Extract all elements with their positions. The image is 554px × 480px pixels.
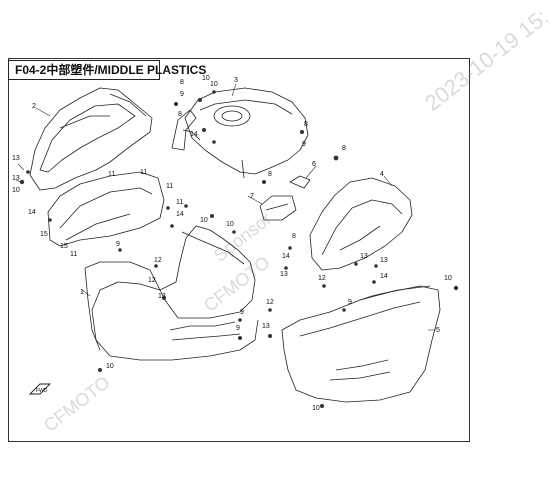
callout-14: 14 [28,209,36,216]
bolt-icon [342,308,346,312]
svg-text:10: 10 [226,221,234,228]
callout-12: 12 [154,257,162,264]
svg-text:8: 8 [292,233,296,240]
bolt-icon [202,128,206,132]
bolt-icon [268,308,272,312]
part-mid-panel-left [47,171,165,247]
callout-8: 8 [180,79,184,86]
svg-text:13: 13 [280,271,288,278]
forward-arrow-label: FWD [36,388,48,394]
bolt-icon [212,90,216,94]
svg-text:14: 14 [380,273,388,280]
svg-text:10: 10 [444,275,452,282]
bolt-icon [174,102,178,106]
part-side-panel-left [29,87,153,191]
svg-text:9: 9 [348,299,352,306]
bolt-icon [232,230,236,234]
callout-5: 5 [436,327,440,334]
bolt-icon [19,179,25,185]
svg-text:9: 9 [240,309,244,316]
callout-10: 10 [202,75,210,82]
page-title: F04-2中部塑件/MIDDLE PLASTICS [8,60,206,80]
svg-text:9: 9 [302,141,306,148]
svg-text:10: 10 [210,81,218,88]
diagram-frame [8,58,470,442]
bolt-icon [262,180,266,184]
svg-text:13: 13 [360,253,368,260]
svg-text:14: 14 [176,211,184,218]
svg-text:8: 8 [178,111,182,118]
callout-4: 4 [380,171,384,178]
part-mount [259,195,297,221]
bolt-icon [288,246,292,250]
callout-6: 6 [312,161,316,168]
bolt-icon [98,368,102,372]
bolt-icon [118,248,122,252]
bolt-icon [162,296,166,300]
callout-7: 7 [250,193,254,200]
svg-text:11: 11 [108,171,115,178]
svg-text:8: 8 [304,121,308,128]
bolt-icon [238,336,242,340]
bolt-icon [268,334,272,338]
callout-1: 1 [80,289,84,296]
svg-text:11: 11 [166,183,173,190]
bolt-icon [320,404,324,408]
svg-text:9: 9 [116,241,120,248]
bolt-icon [372,280,376,284]
bolt-icon [300,130,304,134]
callout-3: 3 [234,77,238,84]
bolt-icon [48,218,52,222]
part-clip [289,175,311,189]
bolt-icon [453,285,459,291]
callout-13: 13 [12,155,20,162]
svg-text:10: 10 [200,217,208,224]
forward-arrow-icon: FWD [28,383,52,395]
svg-text:13: 13 [158,293,166,300]
bolt-icon [333,155,339,161]
bolt-icon [154,264,158,268]
part-tank-cover [182,87,309,179]
bolt-icon [184,204,188,208]
svg-text:13: 13 [12,175,20,182]
svg-text:12: 12 [148,277,156,284]
exploded-parts-diagram: 1 2 3 4 5 6 7 8 9 10 11 12 13 14 15 10 8… [12,75,459,412]
svg-text:8: 8 [342,145,346,152]
svg-text:11: 11 [70,251,77,258]
callout-2: 2 [32,103,36,110]
svg-text:8: 8 [268,171,272,178]
bolt-icon [166,206,170,210]
svg-text:13: 13 [380,257,388,264]
svg-text:14: 14 [282,253,290,260]
bolt-icon [374,264,378,268]
bolt-icon [322,284,326,288]
callout-numbers: 1 2 3 4 5 6 7 8 9 10 11 12 13 14 15 [12,75,440,334]
svg-text:13: 13 [262,323,270,330]
svg-text:12: 12 [318,275,326,282]
callout-15: 15 [40,231,48,238]
bolt-icon [198,98,202,102]
callout-9: 9 [180,91,184,98]
part-footwell-right [281,285,441,403]
bolt-icon [170,224,174,228]
svg-text:15: 15 [60,243,68,250]
bolt-icon [354,262,358,266]
bolt-icon [212,140,216,144]
svg-text:11: 11 [176,199,183,206]
callout-11: 11 [140,169,147,176]
svg-text:14: 14 [190,131,198,138]
svg-text:9: 9 [236,325,240,332]
bolt-icon [210,214,214,218]
svg-text:10: 10 [312,405,320,412]
svg-text:10: 10 [12,187,20,194]
bolt-icon [26,170,30,174]
svg-text:12: 12 [266,299,274,306]
bolt-icon [238,318,242,322]
part-footwell-left [84,225,259,361]
svg-text:10: 10 [106,363,114,370]
bolt-icon [284,266,288,270]
part-side-panel-right [309,177,413,271]
part-front-bracket [171,109,197,151]
